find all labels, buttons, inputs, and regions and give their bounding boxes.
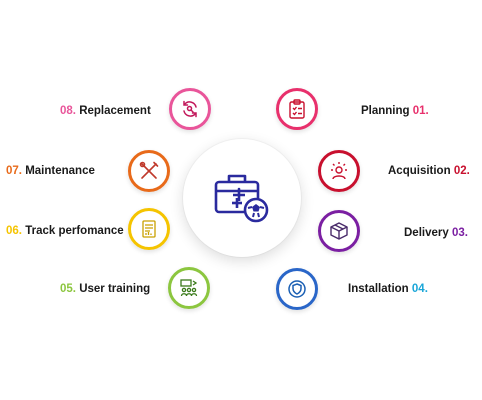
label-acquisition: Acquisition 02. (388, 164, 470, 178)
step-label: Acquisition (388, 165, 451, 177)
label-track-performance: 06. Track perfomance (6, 224, 124, 238)
label-replacement: 08. Replacement (60, 104, 151, 118)
step-label: User training (79, 283, 151, 295)
center-hub (183, 139, 301, 257)
node-installation[interactable] (276, 268, 318, 310)
node-delivery[interactable] (318, 210, 360, 252)
step-label: Maintenance (25, 165, 95, 177)
step-label: Installation (348, 283, 409, 295)
ring (318, 210, 360, 252)
group-training-icon (180, 279, 198, 297)
ring (128, 150, 170, 192)
step-label: Planning (361, 105, 410, 117)
node-planning[interactable] (276, 88, 318, 130)
step-number: 06. (6, 225, 22, 237)
ring (276, 268, 318, 310)
step-label: Replacement (79, 105, 151, 117)
label-maintenance: 07. Maintenance (6, 164, 95, 178)
label-installation: Installation 04. (348, 282, 428, 296)
ring (318, 150, 360, 192)
step-number: 02. (453, 165, 470, 177)
label-delivery: Delivery 03. (404, 226, 468, 240)
step-number: 05. (60, 283, 76, 295)
medical-kit-with-ball-icon (214, 174, 269, 223)
node-user-training[interactable] (168, 267, 210, 309)
person-network-icon (331, 162, 347, 180)
ring (169, 88, 211, 130)
wrench-screwdriver-icon (139, 161, 159, 179)
node-track-performance[interactable] (128, 208, 170, 250)
shield-badge-icon (288, 280, 306, 298)
node-acquisition[interactable] (318, 150, 360, 192)
node-replacement[interactable] (169, 88, 211, 130)
package-box-icon (330, 222, 348, 240)
step-label: Delivery (404, 227, 449, 239)
step-number: 07. (6, 165, 22, 177)
step-number: 08. (60, 105, 76, 117)
checklist-clipboard-icon (289, 99, 305, 119)
ring (128, 208, 170, 250)
ring (276, 88, 318, 130)
step-label: Track perfomance (25, 225, 124, 237)
step-number: 04. (411, 283, 428, 295)
node-maintenance[interactable] (128, 150, 170, 192)
label-user-training: 05. User training (60, 282, 150, 296)
step-number: 01. (412, 105, 429, 117)
ring (168, 267, 210, 309)
step-number: 03. (451, 227, 468, 239)
label-planning: Planning 01. (361, 104, 429, 118)
refresh-search-icon (183, 100, 197, 118)
report-document-icon (142, 220, 156, 238)
